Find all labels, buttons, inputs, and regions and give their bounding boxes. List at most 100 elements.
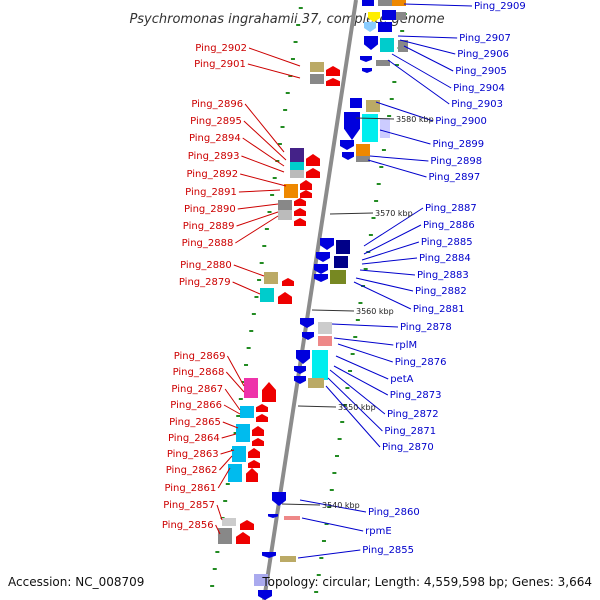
genome-summary-text: Topology: circular; Length: 4,559,598 bp… [261,575,592,589]
label-connector [333,365,389,396]
label-connector [361,257,418,265]
gene-feature [248,460,260,468]
gene-feature [368,12,380,22]
gene-feature [240,406,254,418]
label-connector [331,323,399,328]
label-connector [244,103,285,153]
gene-feature [310,62,324,72]
kbp-marker: 3550 kbp [338,403,376,412]
label-connector [217,467,231,489]
label-connector [216,504,223,521]
gene-feature [306,154,320,166]
genome-backbone [262,0,358,600]
gene-feature [254,574,268,586]
label-connector [337,343,393,363]
gene-feature [356,144,370,156]
gene-feature [248,448,260,458]
gene-label: Ping_2909 [474,1,526,12]
gene-label: Ping_2900 [435,116,487,127]
gene-feature [232,446,246,462]
gene-feature [364,36,378,50]
gene-label: Ping_2860 [368,507,420,518]
gene-feature [350,98,362,108]
gene-feature [308,378,324,388]
label-connector [221,433,237,439]
label-connector [403,3,473,7]
gene-features [218,0,408,600]
gene-label: Ping_2881 [413,304,465,315]
gene-label: Ping_2886 [423,220,475,231]
gene-label: Ping_2889 [183,221,235,232]
gene-label: Ping_2880 [180,260,232,271]
gene-feature [334,256,348,268]
gene-feature [228,464,242,482]
label-connector [225,371,245,393]
gene-feature [272,492,286,506]
gene-feature [392,0,406,6]
label-connector [301,517,364,532]
gene-feature [360,56,372,62]
gene-feature [378,22,392,32]
left-gene-labels: Ping_2902Ping_2901Ping_2896Ping_2895Ping… [162,43,247,531]
gene-label: Ping_2862 [166,465,218,476]
gene-label: rpmE [365,526,392,537]
gene-feature [278,200,292,210]
gene-feature [278,210,292,220]
tick-marks [210,7,407,593]
gene-label: Ping_2868 [173,367,225,378]
gene-label: Ping_2894 [189,133,241,144]
label-connector [325,385,381,448]
kbp-marker: 3580 kbp [396,115,434,124]
gene-feature [294,376,306,384]
label-connector [233,264,265,277]
label-connector [335,355,389,380]
gene-feature [398,40,408,52]
kbp-marker: 3570 kbp [375,209,413,218]
gene-label: Ping_2876 [395,357,447,368]
label-connector [355,277,414,292]
kbp-marker: 3560 kbp [356,307,394,316]
label-connector [327,377,383,432]
gene-label: Ping_2903 [451,99,503,110]
gene-label: Ping_2863 [167,449,219,460]
gene-feature [366,100,380,112]
gene-feature [376,60,390,66]
gene-label: Ping_2870 [382,442,434,453]
gene-feature [364,22,376,32]
gene-label: Ping_2905 [455,66,507,77]
gene-label: petA [390,374,413,385]
gene-feature [318,322,332,334]
gene-label: Ping_2887 [425,203,477,214]
gene-feature [244,378,258,398]
label-connector [235,215,279,244]
gene-feature [300,318,314,328]
label-connector [391,53,452,89]
gene-feature [326,78,340,86]
gene-feature [326,66,340,76]
gene-label: Ping_2899 [432,139,484,150]
gene-feature [240,520,254,530]
gene-label: Ping_2855 [362,545,414,556]
label-connector [363,207,424,247]
gene-feature [340,140,354,150]
gene-feature [294,208,306,216]
label-connector [240,173,287,187]
gene-label: Ping_2898 [430,156,482,167]
label-connector [361,241,420,261]
gene-feature [256,404,268,412]
gene-feature [342,152,354,160]
gene-label: Ping_2872 [387,409,439,420]
gene-feature [314,274,328,282]
gene-label: Ping_2869 [174,351,226,362]
label-connector [369,155,429,162]
gene-label: Ping_2871 [384,426,436,437]
label-connector [353,281,412,310]
gene-label: Ping_2897 [428,172,480,183]
label-connector [242,137,285,167]
gene-label: Ping_2891 [185,187,237,198]
kbp-tick [355,117,395,120]
right-gene-labels: Ping_2909Ping_2907Ping_2906Ping_2905Ping… [362,1,525,556]
gene-label: Ping_2856 [162,520,214,531]
